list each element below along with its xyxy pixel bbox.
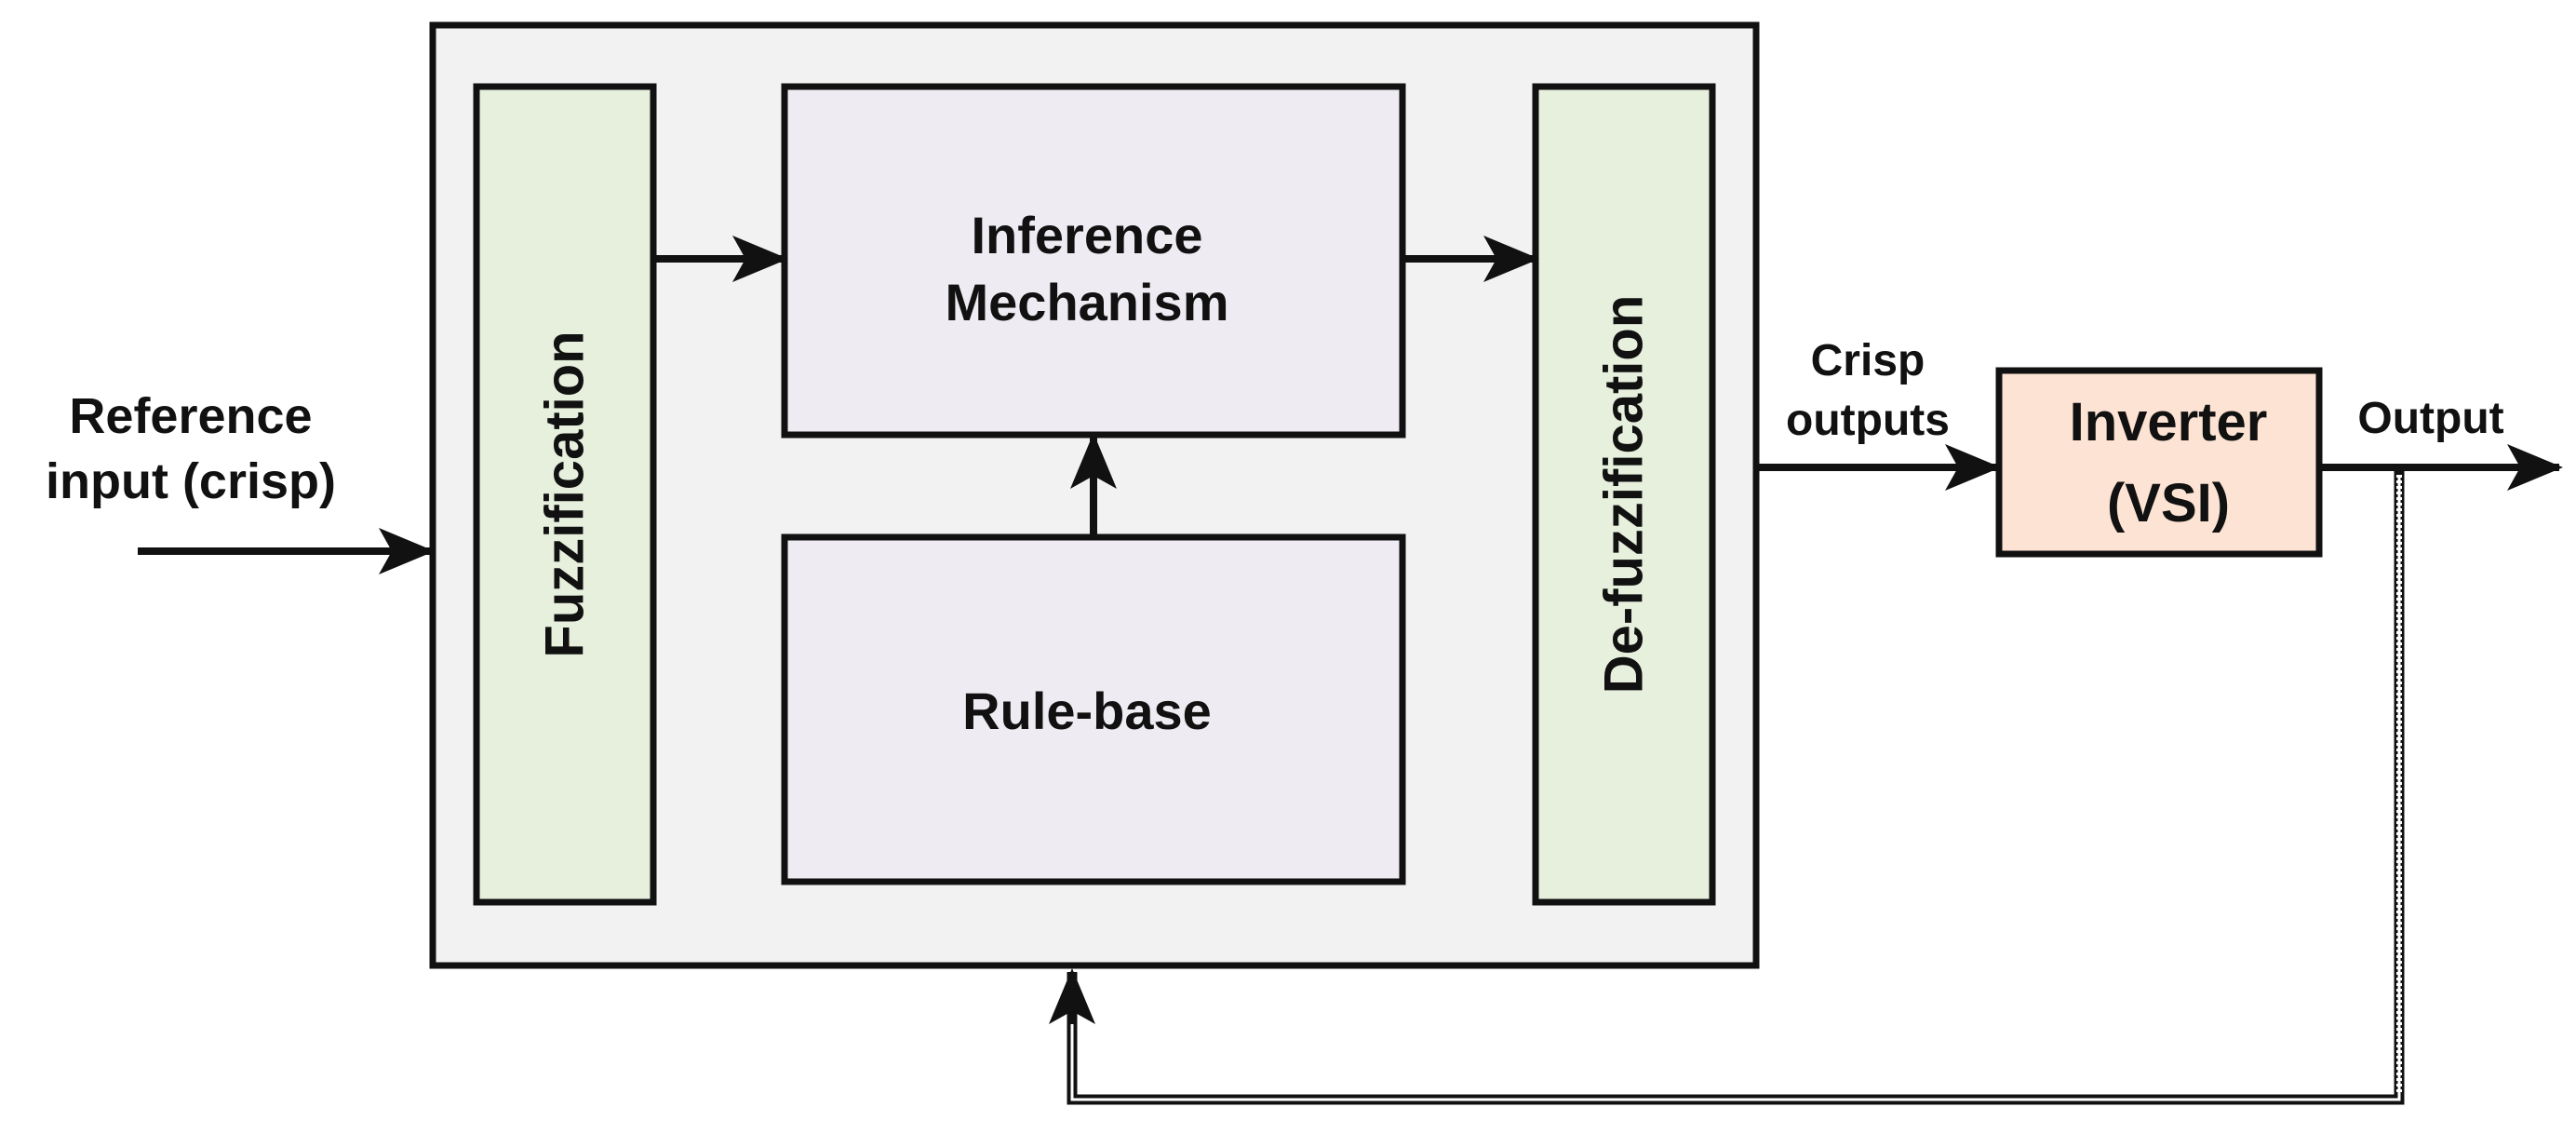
fuzzification-label: Fuzzification bbox=[535, 331, 596, 657]
crisp-outputs-label-line1: Crisp bbox=[1811, 336, 1925, 385]
output-label: Output bbox=[2357, 394, 2503, 443]
reference-input-label-line2: input (crisp) bbox=[46, 453, 336, 509]
defuzzification-block bbox=[1532, 83, 1716, 906]
inference-mechanism-label-line2: Mechanism bbox=[946, 273, 1229, 331]
inference-mechanism-block bbox=[781, 83, 1406, 439]
crisp-outputs-label-line2: outputs bbox=[1786, 396, 1950, 445]
inverter-label-line1: Inverter bbox=[2070, 392, 2268, 452]
feedback-path-inner bbox=[1070, 475, 2401, 1101]
rule-base-block bbox=[781, 533, 1406, 885]
reference-input-label-line1: Reference bbox=[69, 388, 312, 444]
rule-base-label: Rule-base bbox=[962, 682, 1212, 740]
inverter-label-line2: (VSI) bbox=[2107, 473, 2230, 533]
fuzzification-block bbox=[473, 83, 657, 906]
inference-mechanism-label-line1: Inference bbox=[972, 206, 1203, 264]
defuzzification-label: De-fuzzification bbox=[1594, 295, 1655, 695]
